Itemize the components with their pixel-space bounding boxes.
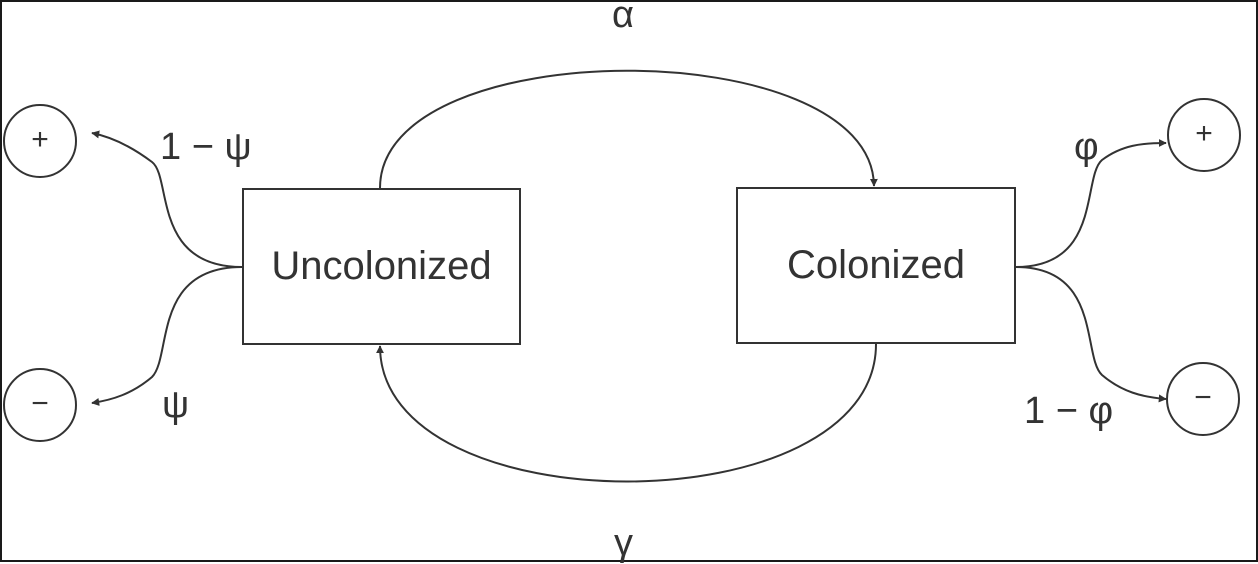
extinction-label: γ bbox=[614, 522, 633, 564]
uncolonized-state-label: Uncolonized bbox=[271, 244, 492, 288]
uncolonized-positive-edge bbox=[91, 130, 243, 268]
colonized-positive-label: φ bbox=[1074, 126, 1099, 168]
uncolonized-negative-node: − bbox=[3, 368, 77, 442]
colonized-negative-edge bbox=[1015, 266, 1167, 403]
uncolonized-negative-label: ψ bbox=[162, 384, 190, 426]
colonized-positive-symbol: + bbox=[1195, 117, 1213, 150]
uncolonized-negative-edge bbox=[91, 266, 243, 406]
colonized-negative-symbol: − bbox=[1194, 381, 1212, 414]
extinction-arc bbox=[376, 343, 877, 483]
uncolonized-state-box: Uncolonized bbox=[242, 188, 521, 345]
uncolonized-positive-node: + bbox=[3, 104, 77, 178]
uncolonized-negative-symbol: − bbox=[31, 387, 49, 420]
colonization-label: α bbox=[612, 0, 634, 36]
colonized-negative-node: − bbox=[1166, 362, 1240, 436]
colonized-positive-node: + bbox=[1167, 98, 1241, 172]
uncolonized-positive-label: 1 − ψ bbox=[160, 126, 252, 168]
colonized-negative-label: 1 − φ bbox=[1024, 390, 1114, 432]
uncolonized-positive-symbol: + bbox=[31, 123, 49, 156]
colonized-positive-edge bbox=[1015, 139, 1167, 268]
colonized-state-box: Colonized bbox=[736, 187, 1016, 344]
colonization-arc bbox=[379, 69, 878, 189]
colonized-state-label: Colonized bbox=[787, 243, 965, 287]
